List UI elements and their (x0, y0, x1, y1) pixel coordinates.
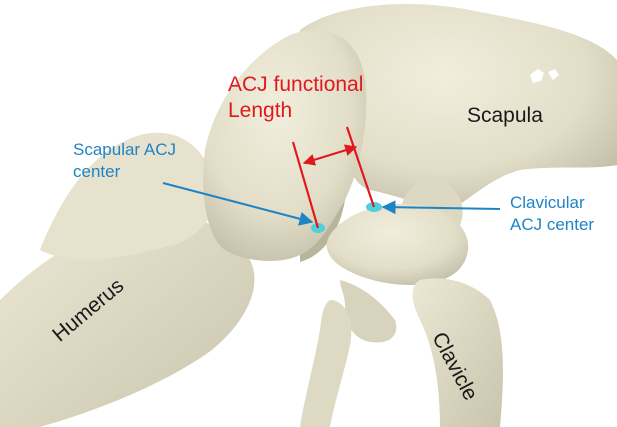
scapula-label: Scapula (467, 104, 543, 128)
clavicular-acj-label-line2: ACJ center (510, 215, 594, 235)
scapular-acj-label-line2: center (73, 162, 120, 182)
clavicular-acj-label-line1: Clavicular (510, 193, 585, 213)
acj-length-label-line1: ACJ functional (228, 73, 363, 97)
acj-length-label-line2: Length (228, 99, 292, 123)
clavicle-head (327, 204, 468, 285)
scapular-acj-label-line1: Scapular ACJ (73, 140, 176, 160)
